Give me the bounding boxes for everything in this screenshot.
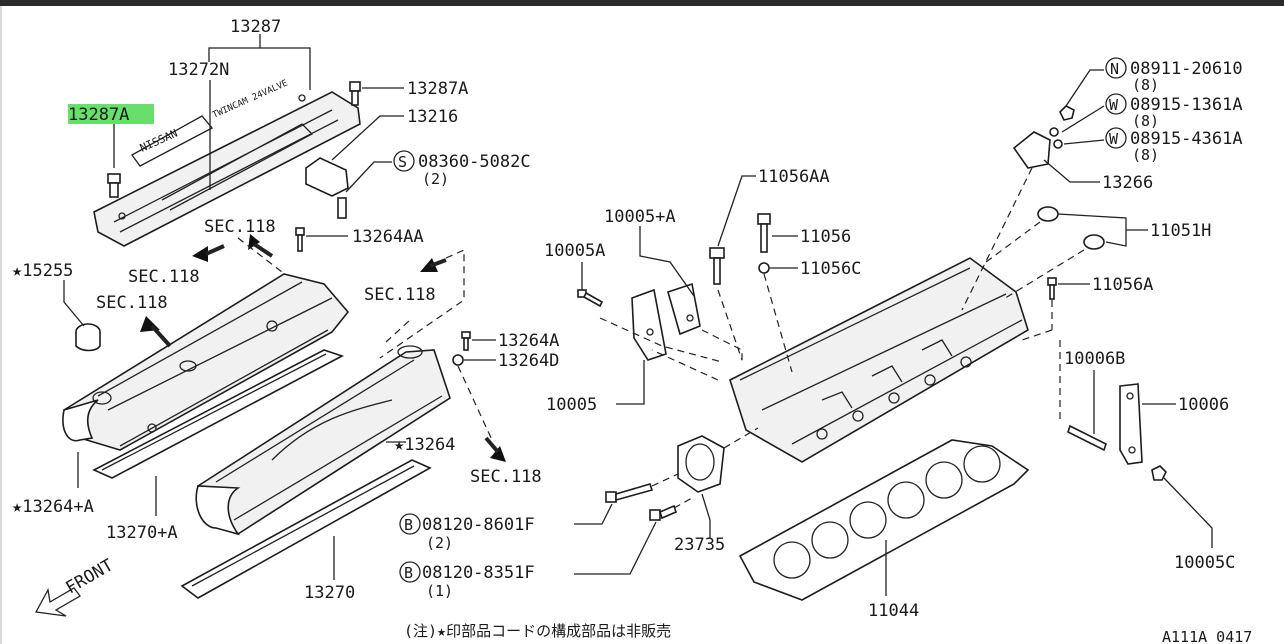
label-08915-4361A: 08915-4361A	[1130, 129, 1243, 149]
mark-B-1: B	[404, 516, 413, 534]
label-13264AA: 13264AA	[352, 227, 424, 247]
plug-11051H-a	[1037, 206, 1059, 222]
engine-hanger-10005A-plus	[667, 282, 701, 336]
label-13287A-left[interactable]: 13287A	[68, 105, 129, 125]
gasket-13270	[180, 459, 432, 599]
label-13264: ★13264	[394, 435, 455, 455]
label-13287A-top: 13287A	[407, 79, 468, 99]
label-08911-20610: 08911-20610	[1130, 59, 1243, 79]
label-10005plusA: 10005+A	[604, 207, 676, 227]
bolt-10005A	[577, 289, 604, 308]
label-13287: 13287	[230, 17, 281, 37]
nut-08911	[1059, 105, 1075, 121]
label-08360-5082C: 08360-5082C	[418, 152, 531, 172]
bracket-13216	[305, 157, 349, 197]
sec118-e: SEC.118	[470, 467, 542, 487]
sec118-d: SEC.118	[96, 293, 168, 313]
nut-10005C	[1151, 465, 1167, 481]
gasket-13270A	[92, 349, 345, 479]
label-11056A: 11056A	[1092, 275, 1153, 295]
engine-hanger-10005	[631, 288, 667, 361]
bracket-10006	[1119, 383, 1143, 465]
mark-B-2: B	[404, 564, 413, 582]
stud-10006B	[1067, 424, 1107, 452]
bolt-13287A-left	[107, 173, 121, 198]
bolt-13287A-top	[349, 81, 361, 106]
sec118-a: SEC.118	[204, 217, 276, 237]
label-13264plusA: ★13264+A	[12, 497, 94, 517]
label-08120-8601F: 08120-8601F	[422, 515, 535, 535]
label-front: FRONT	[63, 555, 117, 598]
cylinder-head-11041	[729, 257, 1029, 463]
label-11056C: 11056C	[800, 259, 861, 279]
cover-engine-text: TWINCAM 24VALVE	[211, 79, 289, 121]
diagram-code: A111A 0417	[1162, 628, 1252, 644]
cam-cover-right	[195, 345, 451, 536]
label-23735: 23735	[674, 535, 725, 555]
mark-N: N	[1110, 60, 1119, 78]
washer-4361A	[1053, 139, 1063, 149]
parts-diagram-canvas: NISSAN TWINCAM 24VALVE 13287 13272N 1328…	[0, 6, 1284, 644]
label-13270: 13270	[304, 583, 355, 603]
sensor-23735	[677, 435, 725, 493]
label-08915-1361A: 08915-1361A	[1130, 95, 1243, 115]
oil-cap-15255	[75, 323, 101, 352]
bolt-13264A	[461, 331, 471, 351]
label-13264A: 13264A	[498, 331, 559, 351]
qty-08915-4361A: (8)	[1132, 146, 1159, 164]
head-gasket-11044	[738, 439, 1030, 601]
bolt-08120-8601F	[605, 483, 654, 503]
bolt-11056	[757, 213, 771, 253]
bolt-13264AA	[295, 227, 305, 252]
label-13264D: 13264D	[498, 351, 559, 371]
label-10005: 10005	[546, 395, 597, 415]
mark-S: S	[398, 153, 407, 171]
label-11056: 11056	[800, 227, 851, 247]
screw-08360	[337, 197, 347, 219]
oil-seal-13266	[1012, 131, 1051, 169]
qty-08120-8601F: (2)	[426, 534, 453, 552]
bolt-11056AA	[709, 247, 725, 285]
plug-11051H-b	[1083, 234, 1105, 250]
label-13216: 13216	[407, 107, 458, 127]
qty-08120-8351F: (1)	[426, 582, 453, 600]
label-10006B: 10006B	[1064, 349, 1125, 369]
mark-W-2: W	[1109, 130, 1119, 148]
parts-diagram: NISSAN TWINCAM 24VALVE 13287 13272N 1328…	[12, 17, 1252, 644]
label-13270plusA: 13270+A	[106, 523, 178, 543]
sec118-b: SEC.118	[128, 267, 200, 287]
label-11051H: 11051H	[1150, 221, 1211, 241]
label-10006: 10006	[1178, 395, 1229, 415]
qty-08911: (8)	[1132, 76, 1159, 94]
cam-cover-left	[62, 273, 350, 451]
washer-1361A	[1049, 127, 1059, 137]
qty-08915-1361A: (8)	[1132, 112, 1159, 130]
label-13266: 13266	[1102, 173, 1153, 193]
front-arrow-icon	[34, 587, 81, 617]
footer-note: (注)★印部品コードの構成部品は非販売	[404, 622, 671, 640]
bolt-11056A	[1047, 277, 1057, 300]
mark-W-1: W	[1109, 96, 1119, 114]
highlight-13287A	[68, 104, 154, 124]
qty-08360: (2)	[422, 170, 449, 188]
label-10005C: 10005C	[1174, 553, 1235, 573]
label-08120-8351F: 08120-8351F	[422, 563, 535, 583]
label-11056AA: 11056AA	[758, 167, 830, 187]
label-10005A: 10005A	[544, 241, 605, 261]
label-13272N: 13272N	[168, 60, 229, 80]
sec118-c: SEC.118	[364, 285, 436, 305]
label-15255: ★15255	[12, 261, 73, 281]
cover-brand-text: NISSAN	[138, 127, 180, 155]
label-11044: 11044	[868, 601, 919, 621]
bolt-08120-8351F	[649, 504, 677, 521]
